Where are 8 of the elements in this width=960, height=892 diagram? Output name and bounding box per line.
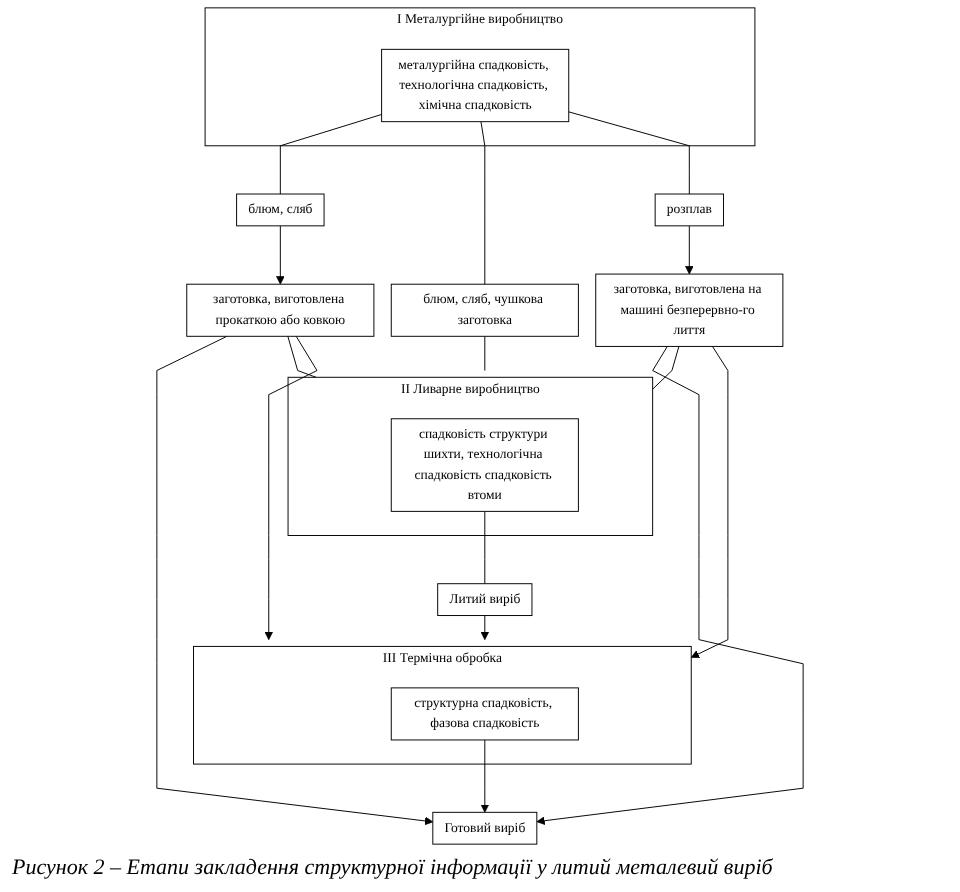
- caption: Рисунок 2 – Етапи закладення структурної інформації у литий металевий виріб: [10, 854, 775, 884]
- connector-line: [652, 345, 680, 390]
- connector-line: [484, 510, 486, 585]
- connector-line: [279, 113, 383, 195]
- connector-line: [287, 335, 317, 378]
- connector-line: [480, 121, 486, 285]
- connector-line: [568, 111, 690, 195]
- connector-line: [484, 335, 486, 372]
